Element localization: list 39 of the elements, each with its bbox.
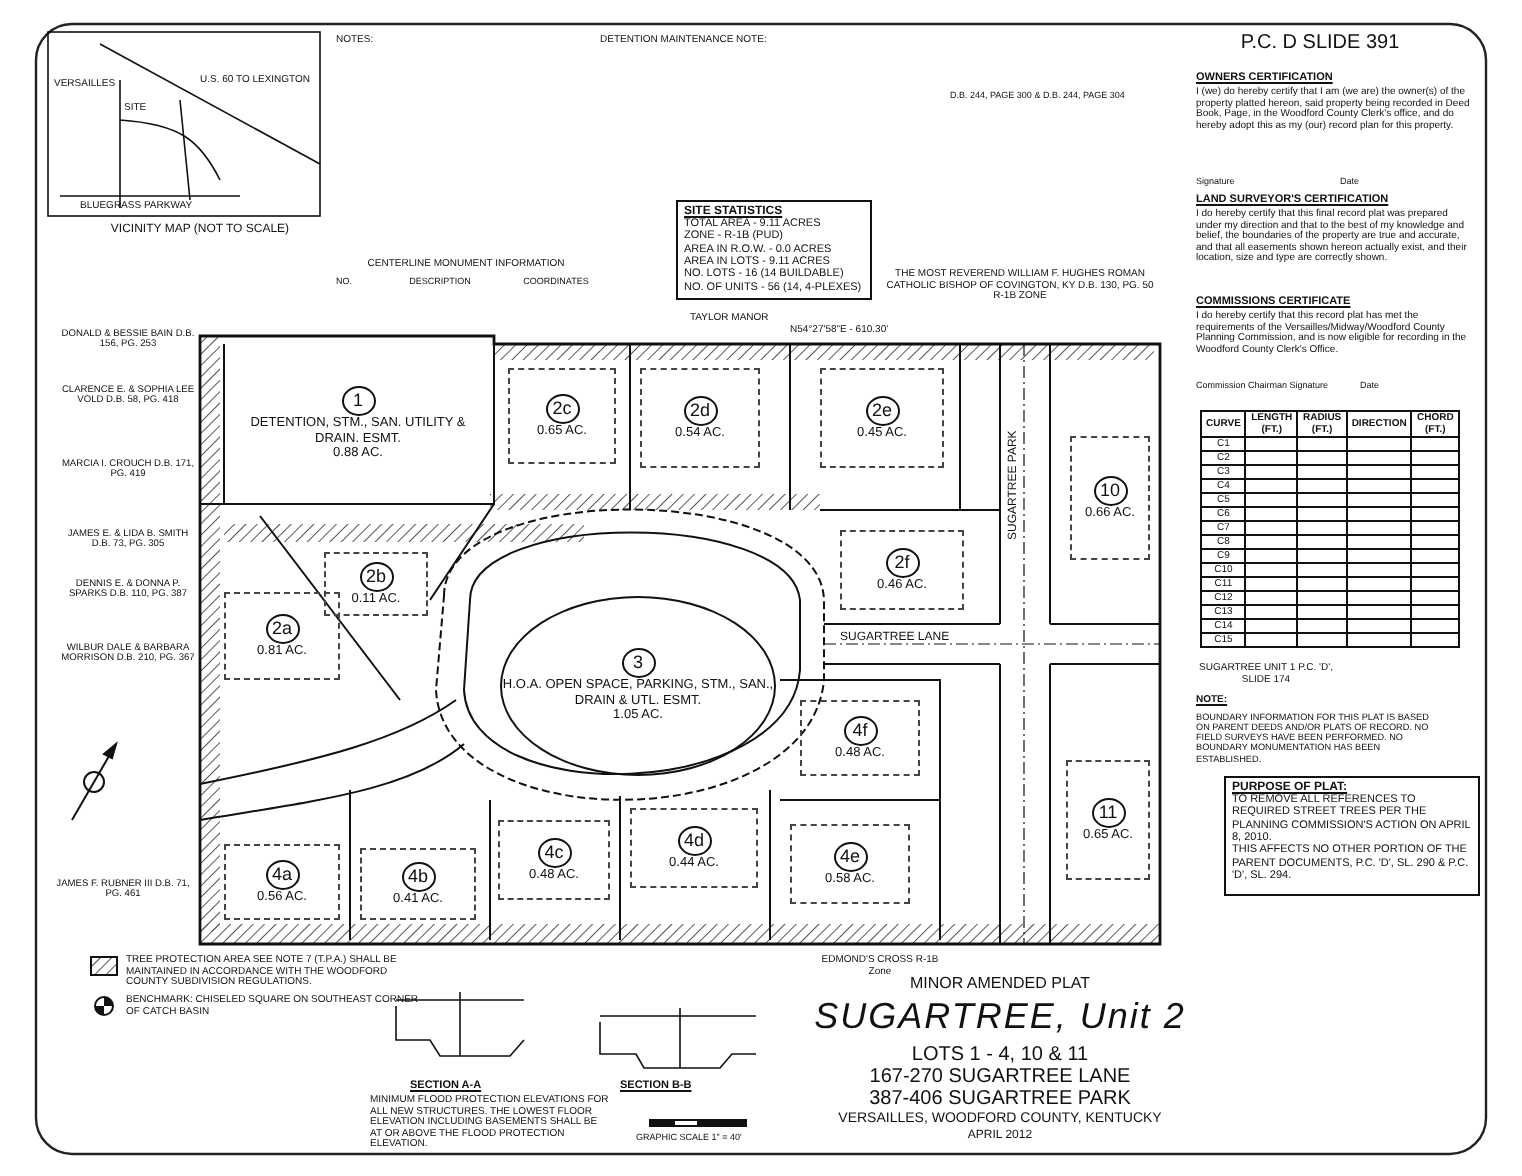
lot-number: 2a (265, 613, 299, 644)
lot-number: 2f (885, 547, 919, 578)
lot-parcel (820, 368, 944, 468)
lot-parcel (224, 592, 340, 680)
address-text: 167-270 SUGARTREE LANE (867, 1066, 1133, 1089)
lot-number: 4b (401, 861, 435, 892)
plat-subtitle: MINOR AMENDED PLAT (907, 976, 1093, 994)
lot-parcel (360, 848, 476, 920)
plat-subtitle: LOTS 1 - 4, 10 & 11 (909, 1044, 1091, 1067)
info-box (1224, 776, 1480, 896)
lot-parcel (790, 824, 910, 904)
lot-parcel (1070, 436, 1150, 560)
lot-parcel (508, 368, 616, 464)
sheet-reference: P.C. D SLIDE 391 (1238, 32, 1402, 55)
lot-parcel (630, 808, 758, 888)
lot-parcel (324, 552, 428, 616)
lot-number: 3 (621, 648, 655, 679)
lot-parcel (840, 530, 964, 610)
open-space-lot (500, 596, 776, 776)
info-box (676, 200, 872, 300)
lot-number: 4c (537, 837, 571, 868)
lot-parcel (498, 820, 610, 900)
lot-parcel (800, 700, 920, 776)
lot-number: 1 (341, 386, 375, 417)
lot-parcel (1066, 760, 1150, 880)
lot-number: 2e (865, 395, 899, 426)
lot-number: 4a (265, 859, 299, 890)
lot-number: 4f (843, 715, 877, 746)
lot-number: 2d (683, 395, 717, 426)
lot-number: 4d (677, 825, 711, 856)
lot-number: 2b (359, 561, 393, 592)
address-text: 387-406 SUGARTREE PARK (867, 1088, 1133, 1111)
lot-number: 2c (545, 393, 579, 424)
lot-parcel (640, 368, 760, 468)
lot-parcel (224, 844, 340, 920)
lot-number: 10 (1093, 475, 1127, 506)
lot-number: 4e (833, 841, 867, 872)
plat-title: SUGARTREE, Unit 2 (812, 996, 1188, 1037)
lot-number: 11 (1091, 797, 1125, 828)
